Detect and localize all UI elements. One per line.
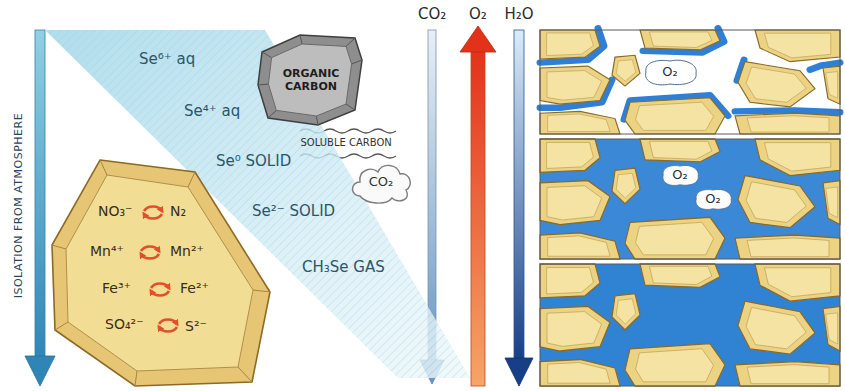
saturated-pore-panel <box>540 264 840 386</box>
redox-species: SO₄²⁻ <box>105 316 144 333</box>
redox-species: S²⁻ <box>185 318 207 335</box>
gas-label: CO₂ <box>369 174 394 190</box>
oxygen-pocket: O₂ <box>659 162 701 188</box>
oxygen-pocket: O₂ <box>692 186 734 212</box>
carbon-label: ORGANIC CARBON <box>273 68 349 94</box>
selenium-species: CH₃Se GAS <box>302 258 385 276</box>
redox-species: Mn²⁺ <box>170 243 204 260</box>
gas-label: O₂ <box>705 191 720 207</box>
selenium-species: Se⁰ SOLID <box>216 152 291 170</box>
axis-label: ISOLATION FROM ATMOSPHERE <box>12 112 25 297</box>
redox-species: Mn⁴⁺ <box>90 243 124 260</box>
oxygen-pocket: O₂ <box>640 56 700 88</box>
gas-label: O₂ <box>469 5 487 23</box>
redox-species: NO₃⁻ <box>98 203 133 220</box>
selenium-species: Se⁶⁺ aq <box>139 50 195 68</box>
selenium-species: Se²⁻ SOLID <box>252 202 335 220</box>
panel-frame <box>540 264 840 386</box>
h2o-arrow <box>505 30 533 386</box>
gas-label: O₂ <box>662 64 677 80</box>
gas-label: H₂O <box>505 5 534 23</box>
panel-frame <box>540 139 840 259</box>
redox-species: Fe²⁺ <box>180 280 209 297</box>
unsaturated-pore-panel <box>540 28 840 134</box>
panel-frame <box>540 30 840 134</box>
gas-label: O₂ <box>672 167 687 183</box>
co2-cloud: CO₂ <box>348 158 414 206</box>
partly-saturated-pore-panel <box>540 139 840 259</box>
redox-species: Fe³⁺ <box>102 280 131 297</box>
carbon-label: SOLUBLE CARBON <box>301 137 392 149</box>
organic-carbon: ORGANIC CARBON <box>255 33 367 128</box>
isolation-arrow <box>25 30 55 386</box>
gas-label: CO₂ <box>418 5 446 23</box>
soil-aggregate: NO₃⁻ N₂ Mn⁴⁺ Mn²⁺ Fe³⁺ Fe²⁺ SO₄²⁻ S²⁻ <box>50 158 274 388</box>
selenium-species: Se⁴⁺ aq <box>184 102 240 120</box>
redox-species: N₂ <box>170 203 186 220</box>
o2-arrow <box>460 26 496 386</box>
aggregate-outline <box>50 158 274 388</box>
